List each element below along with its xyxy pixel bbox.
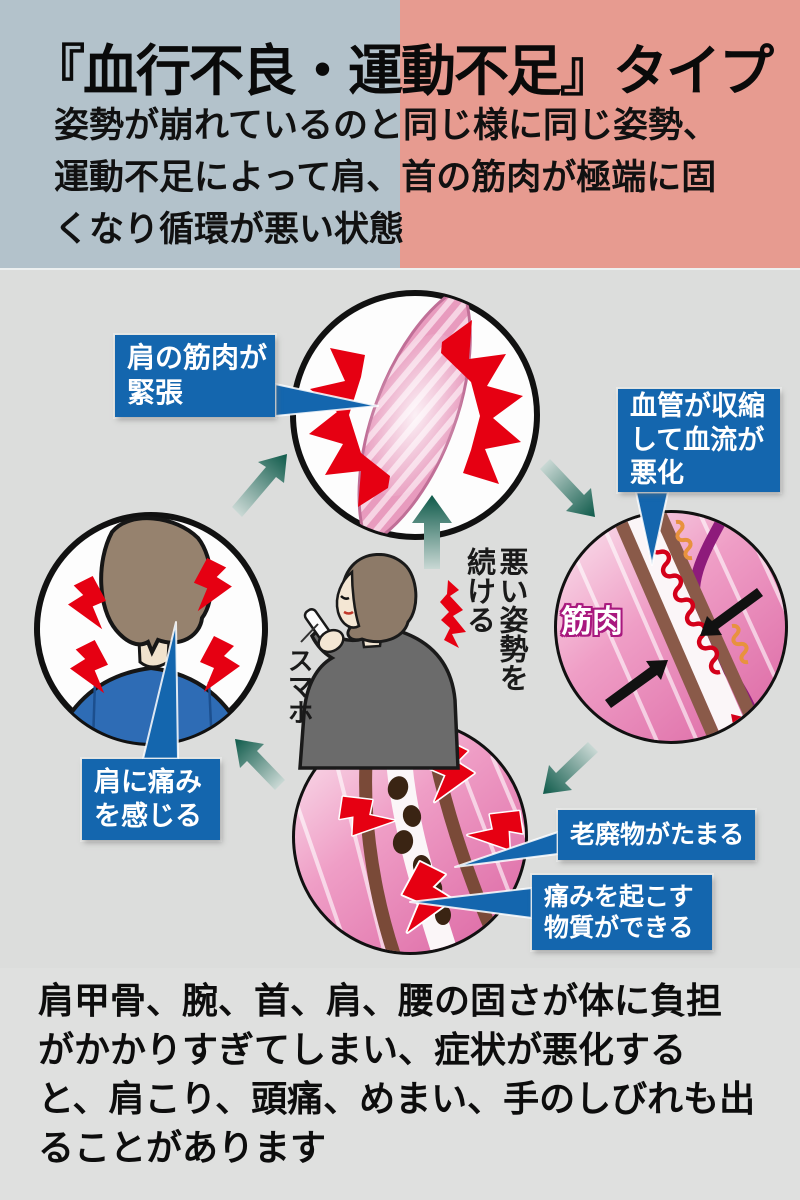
brown-vessel-icon [644, 513, 764, 735]
cycle-diagram: 肩の筋肉が 緊張 血管が収縮 して血流が 悪化 肩に痛み を感じる 老廃物がたま… [0, 268, 800, 970]
cycle-diagram-canvas [34, 290, 788, 955]
smartphone-person-illustration [298, 553, 466, 770]
muscle-tension-circle-illustration [290, 290, 540, 540]
footer-line: 肩甲骨、腕、首、肩、腰の固さが体に負担 [38, 980, 723, 1021]
shoulder-pain-circle-illustration [34, 512, 268, 746]
tension-burst-icon [309, 348, 390, 507]
header-bg-left [0, 0, 400, 268]
description-line: 姿勢が崩れているのと同じ様に同じ姿勢、 [54, 106, 718, 145]
callout-tail-muscle-tension [274, 383, 379, 417]
nerve-squiggle-icon [675, 519, 693, 561]
cycle-arrow-right-to-bottom-icon [543, 742, 598, 794]
description-line: くなり循環が悪い状態 [54, 210, 405, 249]
footer-line: と、肩こり、頭痛、めまい、手のしびれも出 [38, 1078, 756, 1119]
vessel-constrict-circle-illustration [554, 510, 788, 744]
smartphone-pointer-line [300, 623, 319, 643]
page-title: 『血行不良・運動不足』タイプ [30, 40, 774, 102]
neck-strain-icon [440, 580, 466, 648]
description-line: 運動不足によって肩、首の筋肉が極端に固 [54, 158, 717, 197]
cycle-arrow-bottom-to-left-icon [235, 739, 285, 790]
smartphone-vertical-label: スマホ [284, 647, 315, 725]
callout-muscle-tension: 肩の筋肉が 緊張 [115, 335, 275, 417]
footer: 肩甲骨、腕、首、肩、腰の固さが体に負担 がかかりすぎてしまい、症状が悪化する と… [0, 968, 800, 1200]
callout-shoulder-pain: 肩に痛み を感じる [82, 759, 220, 840]
footer-description: 肩甲骨、腕、首、肩、腰の固さが体に負担 がかかりすぎてしまい、症状が悪化する と… [38, 976, 778, 1172]
brown-vessel-icon [606, 513, 724, 741]
cycle-arrow-posture-to-top-icon [412, 495, 452, 569]
pressure-arrow-icon [700, 588, 763, 636]
bad-posture-vertical-label: 悪い姿勢を続ける [462, 547, 527, 692]
header-description: 姿勢が崩れているのと同じ様に同じ姿勢、 運動不足によって肩、首の筋肉が極端に固 … [54, 100, 774, 256]
muscle-label: 筋肉 [561, 604, 623, 639]
footer-line: ることがあります [38, 1127, 327, 1168]
nerve-squiggle-icon [731, 623, 749, 665]
pressure-arrow-icon [605, 660, 668, 708]
callout-vessel-constrict: 血管が収縮 して血流が 悪化 [618, 389, 780, 492]
callout-waste-builds: 老廃物がたまる [558, 810, 755, 860]
tension-burst-icon [441, 320, 523, 484]
footer-line: がかかりすぎてしまい、症状が悪化する [38, 1029, 687, 1070]
callout-tail-vessel-constrict [635, 491, 669, 566]
header: 『血行不良・運動不足』タイプ 姿勢が崩れているのと同じ様に同じ姿勢、 運動不足に… [0, 0, 800, 268]
header-bg-right [400, 0, 800, 268]
constricted-blood-flow-icon [647, 525, 721, 675]
cycle-arrow-top-to-right-icon [540, 459, 595, 517]
callout-pain-substance: 痛みを起こす 物質ができる [532, 875, 712, 950]
cycle-arrow-left-to-top-icon [232, 454, 287, 517]
